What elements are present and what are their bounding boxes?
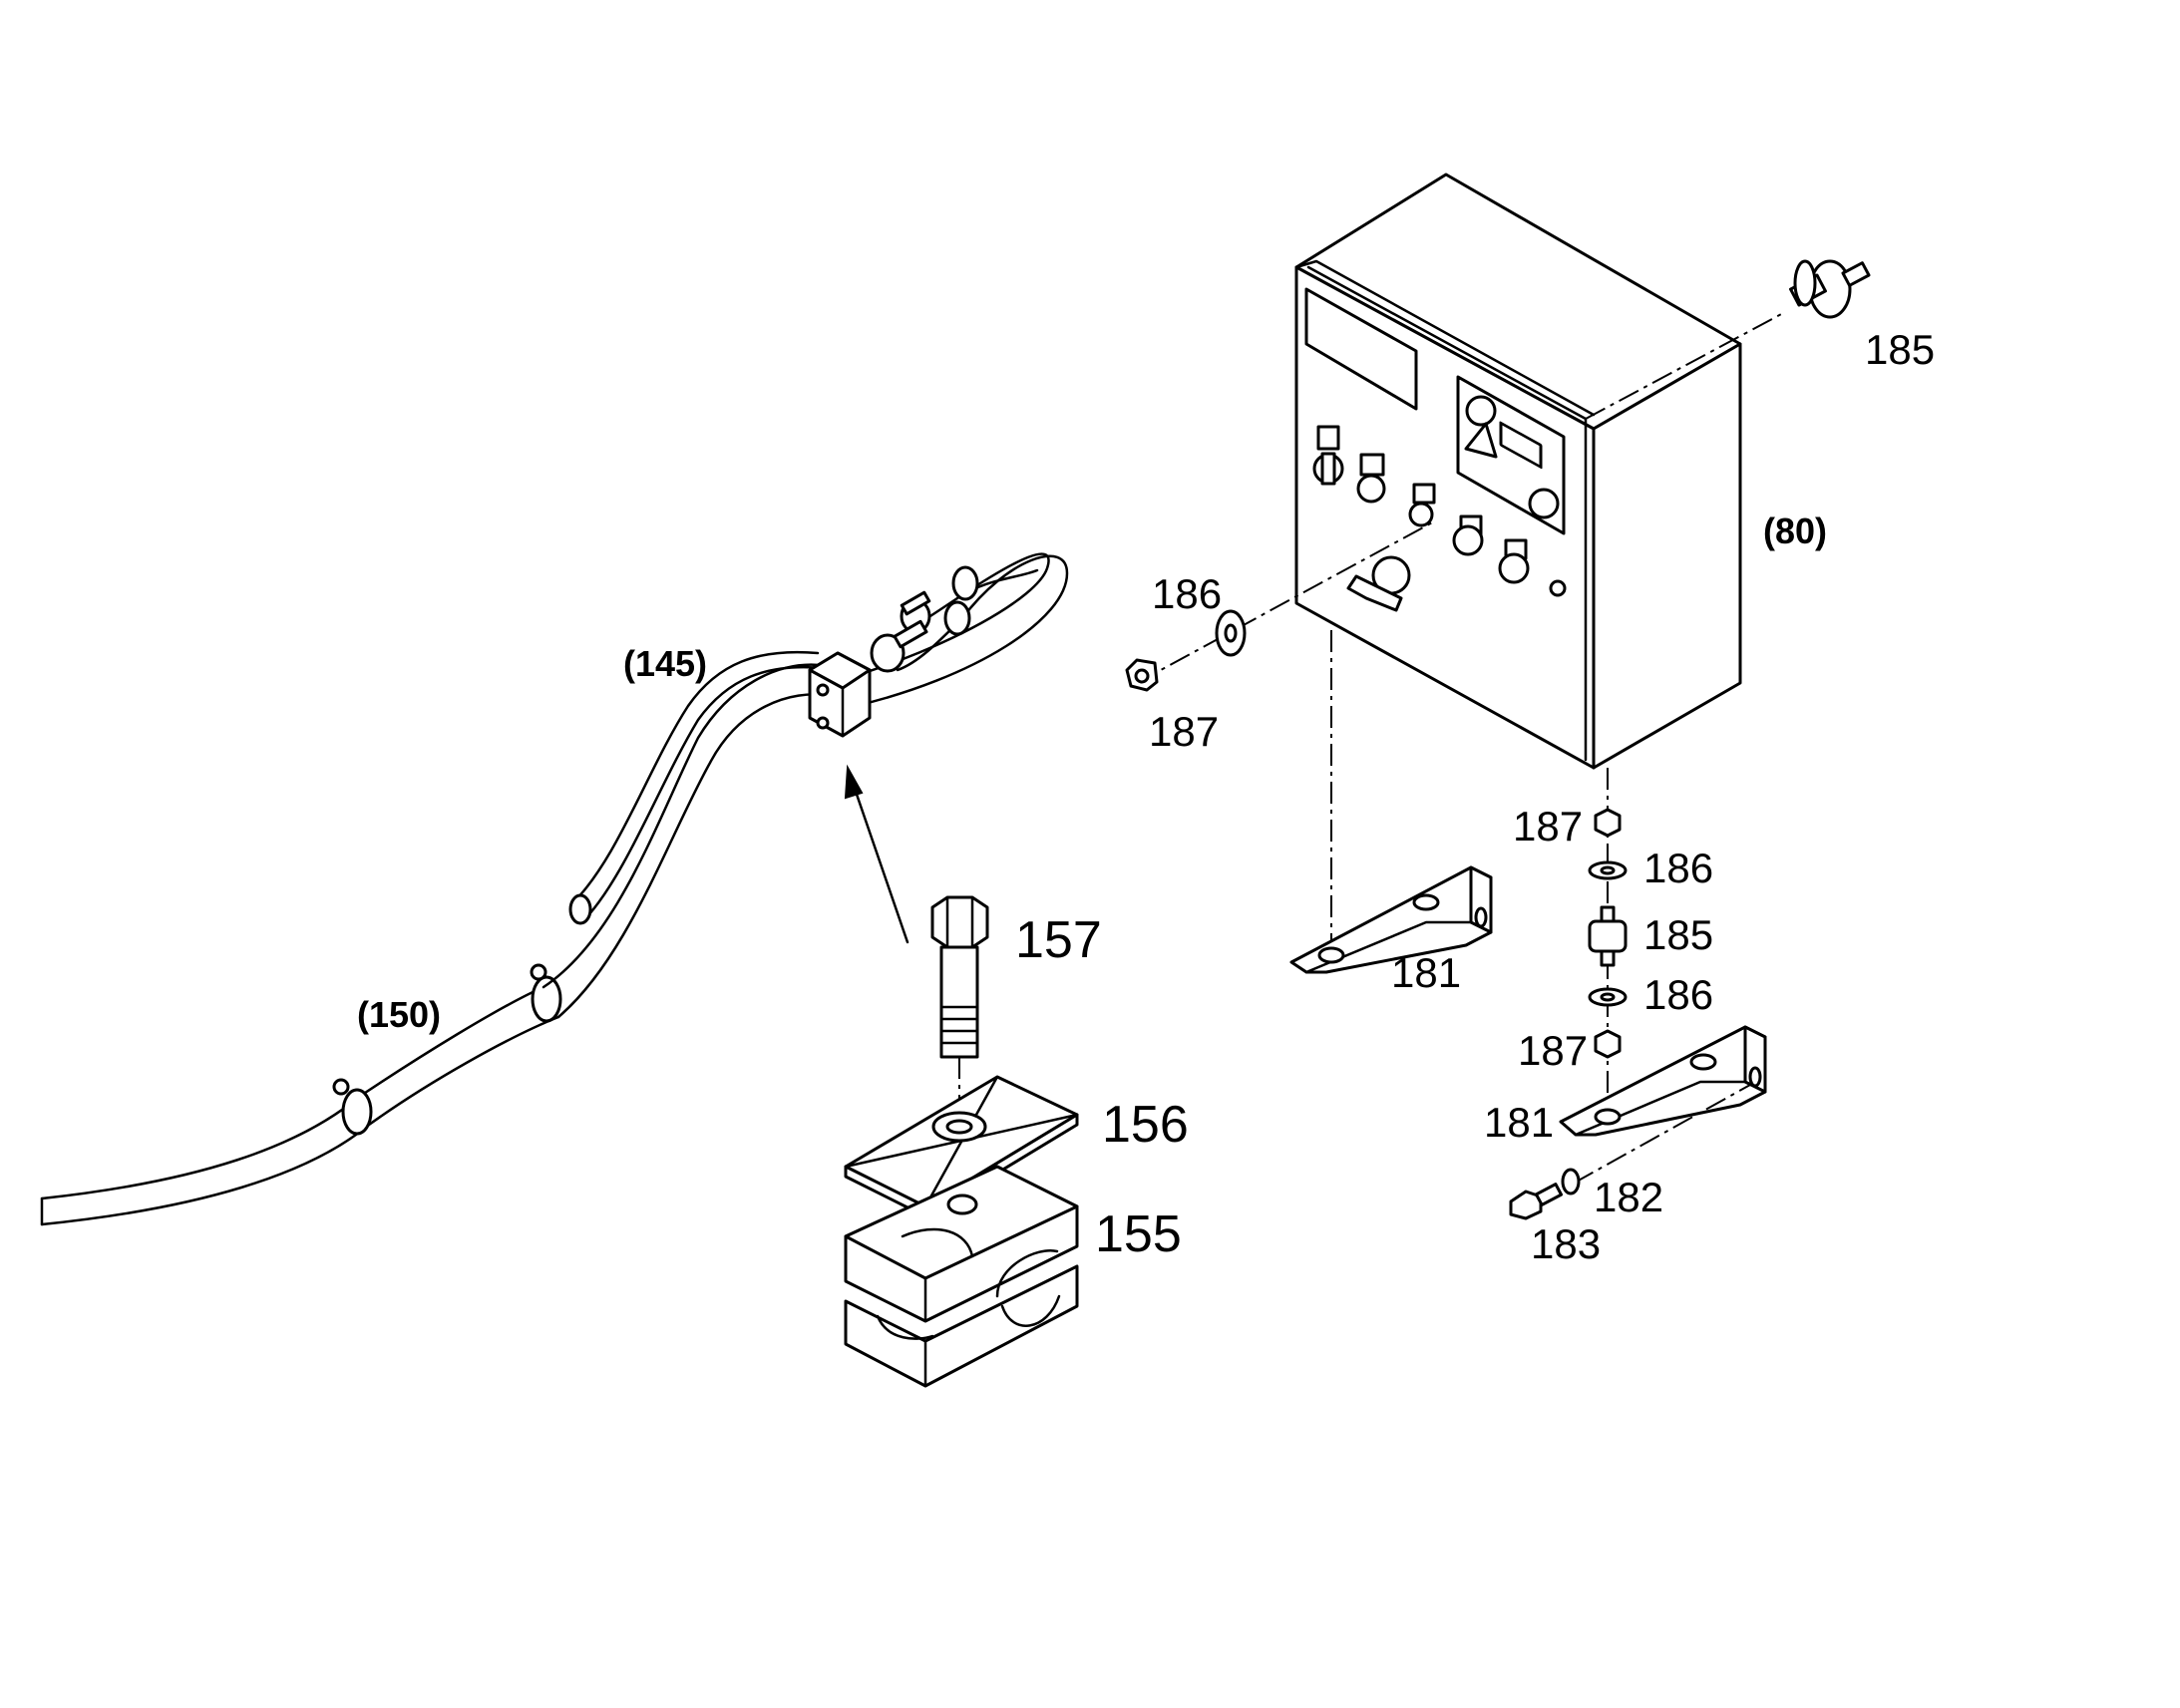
label-156: 156 [1102, 1096, 1189, 1154]
switch-2 [1356, 453, 1386, 504]
switch-5 [1498, 538, 1530, 584]
label-181-right: 181 [1484, 1099, 1554, 1146]
label-186-r2: 186 [1643, 971, 1713, 1018]
hose-assembly [40, 552, 1069, 1226]
bolt-157 [930, 895, 989, 1117]
switch-1 [1312, 425, 1344, 486]
main-switch-handle [1346, 555, 1411, 612]
label-187-left: 187 [1149, 708, 1219, 755]
label-182: 182 [1594, 1174, 1663, 1220]
label-186-left: 186 [1152, 570, 1222, 617]
label-186-r1: 186 [1643, 845, 1713, 891]
bracket-181-left [1289, 630, 1493, 974]
label-181-left: 181 [1391, 949, 1461, 996]
label-145: (145) [623, 643, 707, 684]
label-185-r: 185 [1643, 911, 1713, 958]
label-185-top: 185 [1865, 326, 1935, 373]
screw-washer-182-183 [1509, 1168, 1581, 1220]
mounting-stack-right [1588, 768, 1628, 1112]
control-box [1294, 172, 1742, 770]
clamp-halves-155 [844, 1165, 1079, 1388]
bracket-181-right [1540, 1025, 1767, 1202]
label-183: 183 [1531, 1220, 1601, 1267]
washer-nut-left [1125, 519, 1437, 692]
label-80: (80) [1763, 511, 1827, 551]
hose-clamps [870, 590, 931, 673]
label-150: (150) [357, 994, 441, 1035]
assembly-arrow [844, 764, 909, 944]
hose-clamp-block [808, 651, 872, 738]
label-187-r2: 187 [1518, 1027, 1588, 1074]
switch-4 [1452, 514, 1484, 556]
vibration-damper-185-top [1585, 259, 1871, 420]
label-157: 157 [1015, 911, 1102, 969]
switch-3 [1408, 483, 1436, 527]
label-155: 155 [1095, 1205, 1182, 1263]
label-187-r1: 187 [1513, 803, 1583, 850]
part-labels: 185 (80) 186 187 (145) (150) 157 156 155… [357, 326, 1935, 1267]
